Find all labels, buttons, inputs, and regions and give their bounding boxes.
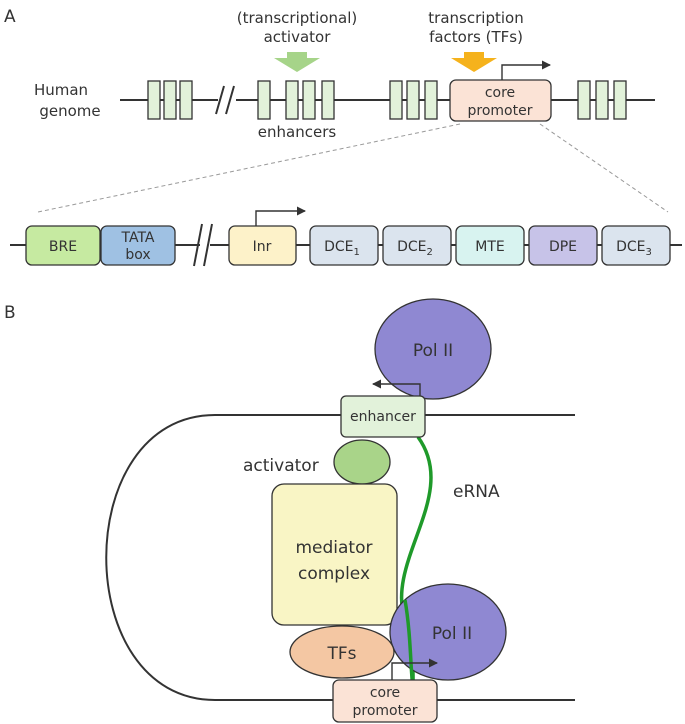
activator-label: activator — [243, 456, 319, 476]
tf-label-line2: factors (TFs) — [429, 28, 523, 46]
mediator-label-line2: complex — [298, 564, 370, 584]
dpe-box — [528, 225, 598, 266]
exon-blocks — [147, 80, 627, 120]
zoom-line-left — [37, 123, 461, 213]
exon-block — [424, 80, 438, 120]
dce3-label: DCE3 — [616, 239, 652, 258]
core-promoter-line1: core — [485, 85, 515, 101]
activator-label-line2: activator — [264, 28, 332, 46]
tfs-ellipse — [289, 625, 395, 679]
mte-label: MTE — [475, 239, 504, 255]
dpe-label: DPE — [549, 239, 577, 255]
exon-block — [595, 80, 609, 120]
exon-block — [179, 80, 193, 120]
enhancer-block — [285, 80, 299, 120]
exon-block — [577, 80, 591, 120]
core-promoter-b-line1: core — [370, 685, 400, 701]
dce2-label: DCE2 — [397, 239, 433, 258]
tata-label-line1: TATA — [121, 230, 155, 246]
enhancer-block — [302, 80, 316, 120]
bre-label: BRE — [49, 239, 77, 255]
tf-arrow-icon — [451, 52, 497, 72]
enhancer-box — [340, 395, 426, 438]
mediator-complex — [271, 483, 398, 626]
exon-block — [406, 80, 420, 120]
activator-ellipse — [333, 439, 391, 485]
exon-block — [147, 80, 161, 120]
enhancer-tss-arrow-icon — [372, 379, 421, 396]
dce3-box — [601, 225, 671, 266]
inr-box — [228, 225, 297, 266]
dce1-box — [309, 225, 379, 266]
tf-label-line1: transcription — [428, 9, 523, 27]
enhancer-block — [321, 80, 335, 120]
bre-box — [25, 225, 101, 266]
inr-label: Inr — [253, 239, 272, 255]
enhancers-label: enhancers — [258, 123, 337, 141]
mediator-label-line1: mediator — [295, 538, 372, 558]
tfs-label: TFs — [326, 644, 356, 664]
exon-block — [163, 80, 177, 120]
pol-ii-bottom-label: Pol II — [432, 624, 472, 644]
dce2-box — [382, 225, 452, 266]
exon-block — [613, 80, 627, 120]
tata-box — [100, 225, 176, 266]
pol-ii-top-label: Pol II — [413, 341, 453, 361]
tss-arrow-icon — [501, 60, 551, 80]
erna-label: eRNA — [453, 482, 500, 502]
core-promoter-b-line2: promoter — [353, 703, 418, 719]
genome-label-line1: Human — [34, 81, 88, 99]
mte-box — [455, 225, 525, 266]
core-tss-arrow-icon — [391, 658, 438, 680]
enhancer-label: enhancer — [350, 409, 416, 425]
panel-a-label: A — [4, 7, 16, 27]
exon-block — [389, 80, 403, 120]
dna-loop — [105, 414, 575, 701]
core-promoter-line2: promoter — [468, 103, 533, 119]
enhancer-block — [257, 80, 271, 120]
zoom-line-right — [539, 123, 669, 213]
tata-label-line2: box — [125, 247, 150, 263]
pol-ii-top — [374, 298, 492, 400]
genome-label-line2: genome — [39, 102, 100, 120]
inr-tss-arrow-icon — [255, 206, 306, 226]
core-promoter-box — [449, 79, 552, 122]
core-promoter-box-b — [332, 679, 438, 723]
activator-label-line1: (transcriptional) — [237, 9, 357, 27]
panel-b-label: B — [4, 303, 16, 323]
genome-line — [120, 85, 655, 115]
activator-arrow-icon — [274, 52, 320, 72]
dce1-label: DCE1 — [324, 239, 360, 258]
pol-ii-bottom — [389, 583, 507, 681]
